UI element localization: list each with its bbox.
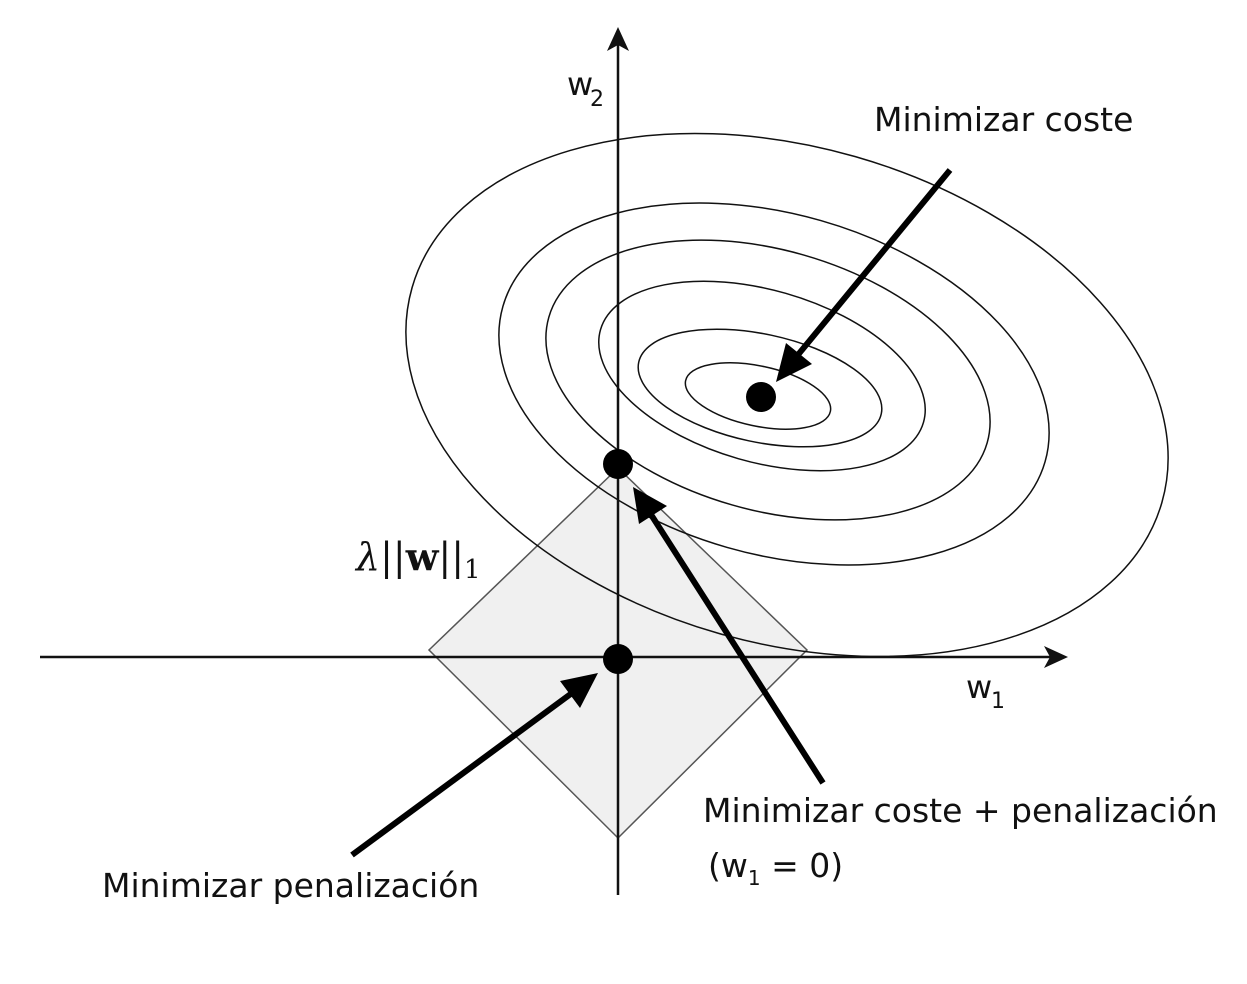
penalty-norm-label: λ||w||1: [354, 534, 481, 585]
norm-w: w: [405, 534, 440, 579]
label-min-penalty: Minimizar penalización: [102, 866, 479, 905]
cost-contour-2: [498, 202, 1050, 566]
x-axis-subscript: 1: [991, 689, 1005, 714]
arrowhead-min-cost-icon: [776, 343, 812, 382]
combined-optimum-point: [603, 449, 633, 479]
y-axis-arrow-icon: [607, 27, 629, 51]
x-axis-label: w: [966, 668, 992, 706]
label-min-cost: Minimizar coste: [874, 100, 1133, 139]
cost-contour-3: [545, 239, 991, 521]
cost-contour-4: [598, 280, 926, 472]
label-condition: (w1 = 0): [708, 846, 843, 890]
arrowhead-min-penalty-icon: [560, 673, 598, 708]
arrow-min-cost-penalty: [647, 511, 826, 785]
norm-subscript: 1: [464, 555, 481, 585]
cost-contour-6: [684, 362, 832, 430]
norm-lambda: λ: [354, 535, 380, 579]
arrow-min-cost: [794, 168, 953, 358]
condition-subscript: 1: [748, 866, 761, 890]
cost-contours: [405, 132, 1169, 658]
arrowhead-min-cost-penalty-icon: [633, 487, 667, 524]
x-axis-arrow-icon: [1044, 646, 1068, 668]
cost-contour-5: [637, 328, 883, 448]
cost-minimum-point: [746, 382, 776, 412]
penalty-minimum-point: [603, 644, 633, 674]
arrow-min-penalty: [350, 690, 574, 858]
condition-rest: = 0): [761, 846, 844, 885]
cost-contour-1: [405, 132, 1169, 658]
y-axis-label: w: [567, 65, 593, 103]
condition-open: (w: [708, 846, 748, 885]
arrows: [350, 168, 953, 858]
label-min-cost-penalty: Minimizar coste + penalización: [703, 791, 1218, 830]
norm-bars-close: ||: [438, 535, 464, 579]
y-axis-subscript: 2: [590, 87, 604, 112]
norm-bars-open: ||: [380, 535, 406, 579]
